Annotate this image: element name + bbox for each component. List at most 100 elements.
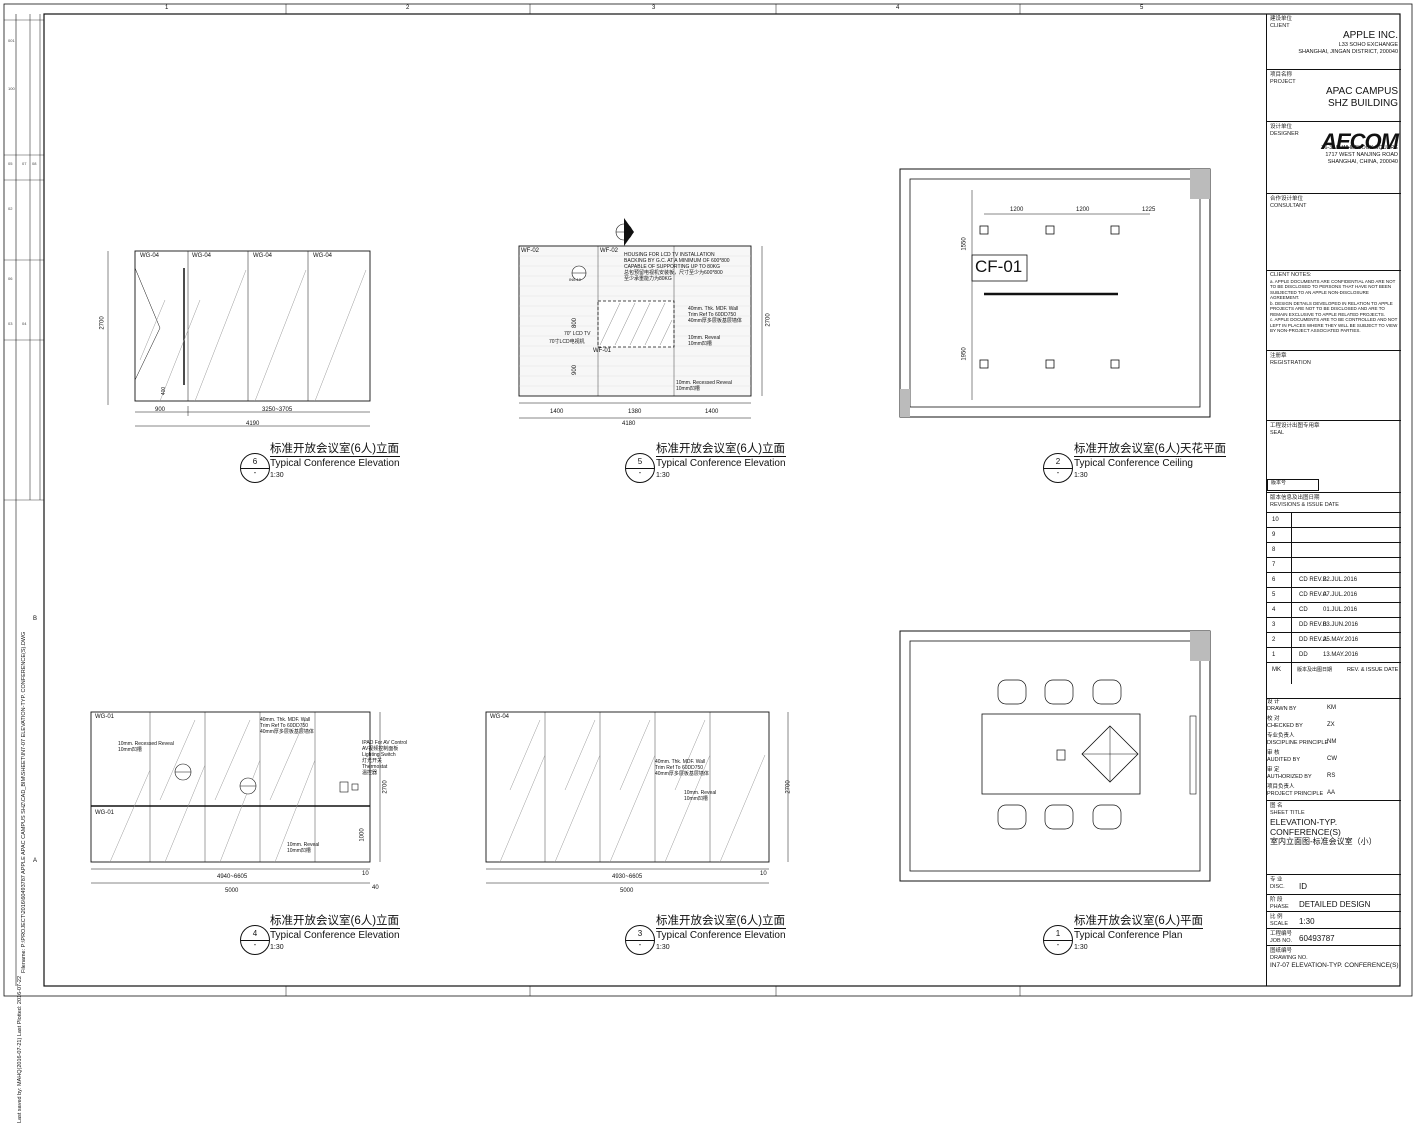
client-section: 建设单位 CLIENT APPLE INC. L33 SOHO EXCHANGE… — [1267, 14, 1401, 69]
view4-number: 4 — [252, 929, 258, 938]
designer-address-3: SHANGHAI, CHINA, 200040 — [1327, 159, 1398, 165]
view6-dim-2: 3250~3705 — [262, 407, 293, 413]
view1-title: 标准开放会议室(6人)平面 Typical Conference Plan 1:… — [1074, 912, 1204, 951]
view-6-elevation — [107, 250, 371, 427]
view1-title-zh: 标准开放会议室(6人)平面 — [1074, 915, 1204, 927]
view5-recessed: 10mm. Recessed Reveal 10mm凹槽 — [676, 380, 732, 392]
view3-wall-1: 40mm. Thk. MDF. Wall — [655, 759, 706, 765]
view6-scale: 1:30 — [270, 472, 284, 479]
view3-wall-zh: 40mm厚多层板基层墙体 — [655, 771, 709, 777]
view5-dim-h1: 800 — [572, 317, 579, 329]
view1-title-en: Typical Conference Plan — [1074, 928, 1204, 941]
view5-reveal-en: 10mm. Reveal — [688, 335, 721, 341]
designer-label: DESIGNER — [1270, 131, 1299, 137]
scale-label-zh: 比 例 — [1270, 914, 1283, 920]
view5-dim-2: 1380 — [628, 409, 642, 415]
view4-recessed-en: 10mm. Recessed Reveal — [118, 741, 174, 747]
scale-label: SCALE — [1270, 921, 1289, 927]
view4-reveal-en: 10mm. Reveal — [287, 842, 320, 848]
view5-title-en: Typical Conference Elevation — [656, 456, 786, 469]
view5-note-1: HOUSING FOR LCD TV INSTALLATION — [624, 252, 715, 258]
view6-title-en: Typical Conference Elevation — [270, 456, 400, 469]
view3-wall-2: Trim Ref To 60DD750 — [655, 765, 704, 771]
seal-label: SEAL — [1270, 430, 1285, 436]
disc-label-zh: 专 业 — [1270, 877, 1283, 883]
consultant-section: 合作设计单位 CONSULTANT — [1267, 193, 1401, 270]
job-label: JOB NO. — [1270, 938, 1293, 944]
view5-dim-3: 1400 — [705, 409, 719, 415]
view4-reveal-zh: 10mm凹槽 — [287, 848, 311, 854]
view5-wall-1: 40mm. Thk. MDF. Wall — [688, 306, 739, 312]
view4-recessed: 10mm. Recessed Reveal 10mm凹槽 — [118, 741, 174, 753]
view1-number: 1 — [1055, 929, 1061, 938]
disc-row: 专 业 DISC. ID — [1267, 874, 1401, 894]
view5-number: 5 — [637, 457, 643, 466]
phase-row: 阶 段 PHASE DETAILED DESIGN — [1267, 894, 1401, 911]
view2-scale: 1:30 — [1074, 472, 1088, 479]
grid-number-4: 4 — [896, 5, 900, 11]
view4-title-zh: 标准开放会议室(6人)立面 — [270, 915, 400, 927]
sheet-title-2: CONFERENCE(S) — [1270, 827, 1341, 837]
view3-dim-height: 2700 — [785, 780, 792, 794]
grid-number-5: 5 — [1140, 5, 1144, 11]
view4-wall-1: 40mm. Thk. MDF. Wall — [260, 717, 311, 723]
phase-label-zh: 阶 段 — [1270, 897, 1283, 903]
view5-tag-1: WF-02 — [521, 248, 539, 254]
sheet-title-zh: 室内立面图-标准会议室（小） — [1270, 837, 1377, 846]
view5-tv-zh: 70寸LCD电视机 — [549, 339, 585, 345]
view2-dim-v1: 1550 — [961, 237, 968, 251]
view2-title: 标准开放会议室(6人)天花平面 Typical Conference Ceili… — [1074, 440, 1227, 479]
view6-number: 6 — [252, 457, 258, 466]
view5-tag-3: WF-01 — [593, 348, 611, 354]
view3-callout-bubble: 3- — [625, 925, 655, 955]
client-notes-section: CLIENT NOTES: a. APPLE DOCUMENTS ARE CON… — [1267, 270, 1401, 350]
view5-dim-total: 4180 — [622, 421, 636, 427]
drawing-label-zh: 图纸编号 — [1270, 948, 1293, 954]
view5-wall-2: Trim Ref To 60DD750 — [688, 312, 737, 318]
view5-title-zh: 标准开放会议室(6人)立面 — [656, 443, 786, 455]
view3-wall: 40mm. Thk. MDF. Wall Trim Ref To 60DD750… — [655, 759, 709, 777]
view4-callout-bubble: 4- — [240, 925, 270, 955]
view5-note: HOUSING FOR LCD TV INSTALLATION BACKING … — [624, 252, 754, 282]
project-name-1: APAC CAMPUS — [1325, 86, 1398, 97]
view5-wall-zh: 40mm厚多层板基层墙体 — [688, 318, 742, 324]
view5-reveal: 10mm. Reveal 10mm凹槽 — [688, 335, 720, 347]
disc-value: ID — [1299, 882, 1307, 891]
view2-dim-1: 1200 — [1010, 207, 1024, 213]
view6-title: 标准开放会议室(6人)立面 Typical Conference Elevati… — [270, 440, 400, 479]
registration-label: REGISTRATION — [1270, 360, 1311, 366]
view-4-elevation — [90, 711, 381, 884]
disc-label: DISC. — [1270, 884, 1285, 890]
view6-tag-4: WG-04 — [313, 253, 333, 259]
designer-address-2: 1717 WEST NANJING ROAD — [1325, 152, 1398, 158]
revision-row: 7 — [1267, 557, 1401, 572]
grid-letter-b: B — [33, 616, 38, 622]
view2-title-en: Typical Conference Ceiling — [1074, 456, 1227, 469]
svg-text:03: 03 — [8, 321, 13, 326]
view6-tag-1: WG-04 — [140, 253, 160, 259]
svg-text:06: 06 — [8, 276, 13, 281]
view3-tag: WG-04 — [490, 714, 510, 720]
view5-dim-h2: 900 — [572, 364, 579, 376]
view3-scale: 1:30 — [656, 944, 670, 951]
view4-tag-2: WG-01 — [95, 810, 115, 816]
view4-thermo-en: Thermostat — [362, 764, 388, 770]
revisions-section: 版本信息及出图日期 REVISIONS & ISSUE DATE — [1267, 492, 1401, 512]
revisions-label: REVISIONS & ISSUE DATE — [1270, 502, 1339, 508]
view5-dim-1: 1400 — [550, 409, 564, 415]
view-5-elevation — [518, 218, 763, 419]
client-note-b: b. DESIGN DETAILS DEVELOPED IN RELATION … — [1270, 300, 1393, 317]
view-2-ceiling — [899, 168, 1211, 418]
view5-note-3: CAPABLE OF SUPPORTING UP TO 80KG — [624, 264, 720, 270]
scale-row: 比 例 SCALE 1:30 — [1267, 911, 1401, 928]
view2-number: 2 — [1055, 457, 1061, 466]
view3-dim-1: 4930~6605 — [612, 874, 643, 880]
